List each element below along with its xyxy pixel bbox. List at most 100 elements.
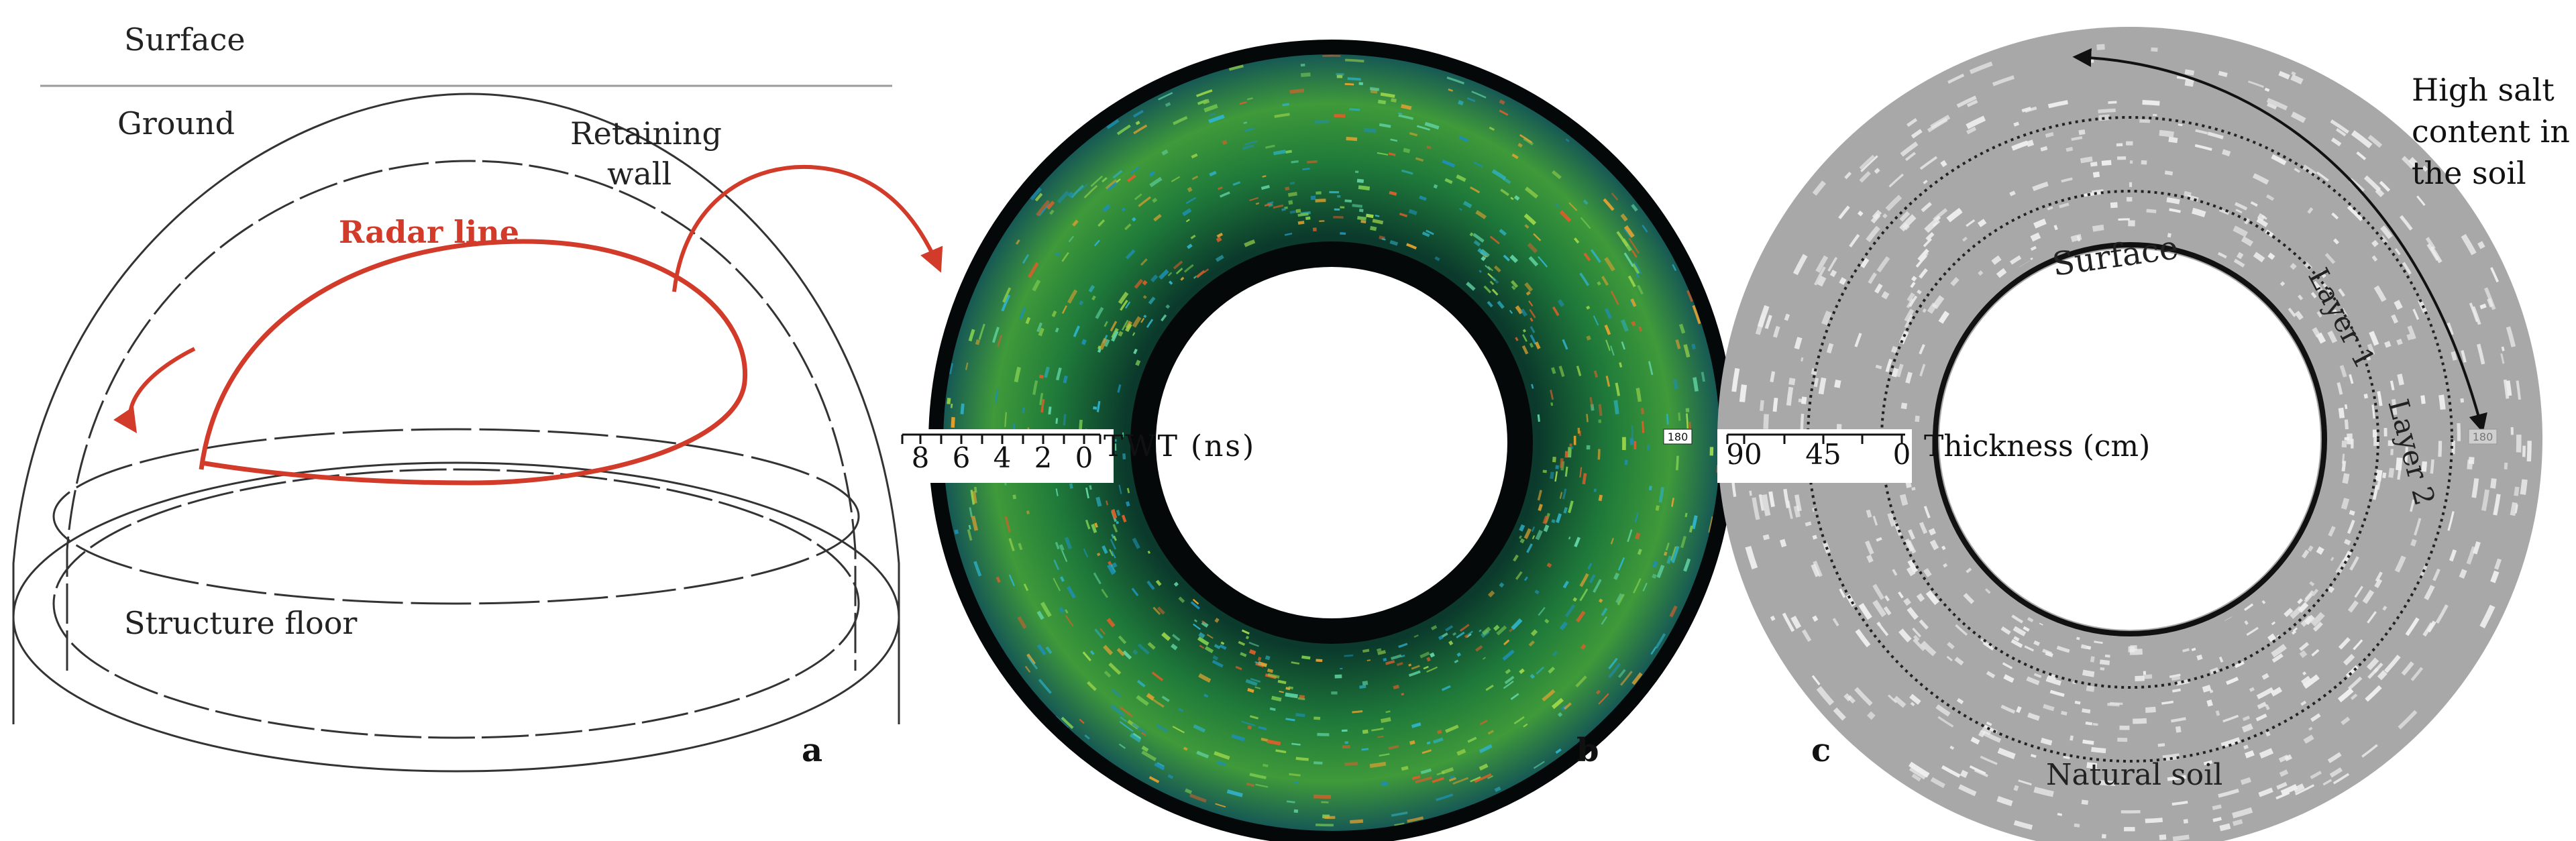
soil-reflection: [2438, 394, 2446, 410]
radargram-reflection: [1479, 744, 1493, 754]
radargram-reflection: [1366, 213, 1374, 219]
radargram-reflection: [1491, 276, 1499, 284]
radargram-reflection: [1148, 776, 1160, 783]
radargram-reflection: [1598, 494, 1603, 502]
radargram-reflection: [1615, 593, 1623, 604]
radargram-reflection: [1081, 339, 1087, 345]
soil-reflection: [2363, 393, 2369, 399]
radargram-reflection: [1265, 655, 1271, 661]
radargram-reflection: [1216, 760, 1226, 767]
soil-reflection: [2110, 202, 2118, 209]
radargram-reflection: [1551, 697, 1564, 710]
soil-reflection: [2234, 661, 2245, 669]
radargram-reflection: [1357, 216, 1366, 221]
radargram-reflection: [1467, 736, 1477, 743]
radargram-reflection: [1032, 279, 1041, 292]
radargram-reflection: [1619, 362, 1623, 368]
radargram-reflection: [1434, 256, 1440, 262]
radargram-reflection: [1470, 776, 1481, 783]
radargram-reflection: [1557, 712, 1563, 718]
radargram-reflection: [1511, 618, 1523, 630]
radargram-reflection: [950, 403, 953, 408]
soil-reflection: [2338, 407, 2345, 418]
soil-reflection: [1919, 619, 1929, 630]
radargram-reflection: [1244, 140, 1258, 146]
soil-reflection: [1855, 628, 1871, 648]
soil-reflection: [2184, 69, 2195, 76]
radargram-reflection: [1344, 654, 1354, 657]
soil-reflection: [2203, 760, 2213, 766]
radargram-reflection: [1599, 598, 1603, 603]
soil-reflection: [1963, 593, 1975, 604]
radargram-reflection: [1208, 114, 1225, 123]
soil-reflection: [2304, 614, 2315, 626]
radargram-reflection: [1554, 203, 1561, 209]
radargram-reflection: [1141, 750, 1157, 762]
radargram-reflection: [1301, 655, 1311, 660]
radargram-reflection: [1576, 610, 1586, 623]
radargram-reflection: [1146, 580, 1155, 590]
radargram-reflection: [1014, 366, 1021, 383]
radargram-reflection: [1529, 326, 1536, 333]
soil-reflection: [2349, 556, 2359, 571]
soil-reflection: [1928, 528, 1937, 536]
soil-reflection: [1966, 567, 1972, 573]
radargram-reflection: [1061, 550, 1068, 563]
radargram-reflection: [1034, 192, 1043, 202]
radargram-reflection: [1375, 215, 1380, 217]
radargram-reflection: [991, 327, 1000, 343]
soil-reflection: [2472, 541, 2481, 555]
soil-reflection: [1875, 364, 1882, 370]
radargram-reflection: [1631, 263, 1640, 274]
radargram-reflection: [1036, 644, 1047, 656]
soil-reflection: [1758, 494, 1764, 511]
radargram-reflection: [1197, 99, 1208, 105]
soil-reflection: [1980, 755, 1998, 765]
radargram-reflection: [1485, 264, 1491, 271]
radargram-reflection: [1471, 91, 1487, 99]
soil-reflection: [2265, 730, 2271, 737]
radargram-reflection: [1360, 220, 1366, 224]
soil-reflection: [2082, 708, 2091, 714]
radargram-reflection: [1456, 748, 1466, 756]
radargram-reflection: [1608, 657, 1618, 669]
soil-reflection: [1910, 702, 1915, 707]
soil-reflection: [1762, 534, 1770, 541]
soil-reflection: [1899, 211, 1911, 222]
radargram-reflection: [1131, 217, 1136, 222]
radargram-reflection: [1157, 762, 1165, 767]
soil-reflection: [2276, 634, 2280, 638]
radargram-reflection: [1475, 210, 1487, 219]
radargram-reflection: [1398, 642, 1408, 649]
soil-reflection: [2000, 626, 2011, 635]
radargram-reflection: [1061, 716, 1074, 730]
soil-reflection: [2404, 447, 2408, 463]
soil-reflection: [2468, 457, 2475, 464]
soil-reflection: [2424, 585, 2435, 600]
radargram-reflection: [1676, 455, 1679, 471]
radargram-reflection: [1036, 610, 1044, 620]
radargram-reflection: [1201, 621, 1209, 628]
radargram-reflection: [1559, 492, 1563, 499]
radargram-reflection: [1116, 509, 1121, 516]
soil-reflection: [1941, 765, 1961, 778]
radargram-reflection: [1082, 651, 1091, 661]
soil-reflection: [1970, 736, 1980, 745]
radargram-reflection: [1441, 685, 1451, 691]
radargram-reflection: [1598, 693, 1609, 705]
radargram-reflection: [1198, 673, 1212, 683]
radargram-reflection: [1055, 251, 1061, 258]
radargram-reflection: [1022, 254, 1030, 264]
soil-reflection: [2016, 706, 2022, 714]
radargram-reflection: [1055, 327, 1059, 333]
radargram-reflection: [1302, 168, 1310, 170]
radargram-reflection: [1393, 684, 1400, 689]
radargram-reflection: [1289, 181, 1295, 185]
radargram-reflection: [1097, 219, 1106, 227]
radargram-reflection: [1116, 520, 1120, 524]
soil-reflection: [1986, 671, 1996, 679]
radargram-reflection: [1345, 58, 1364, 63]
radargram-reflection: [1146, 319, 1154, 329]
radargram-reflection: [1356, 178, 1364, 183]
soil-reflection: [2013, 820, 2033, 830]
